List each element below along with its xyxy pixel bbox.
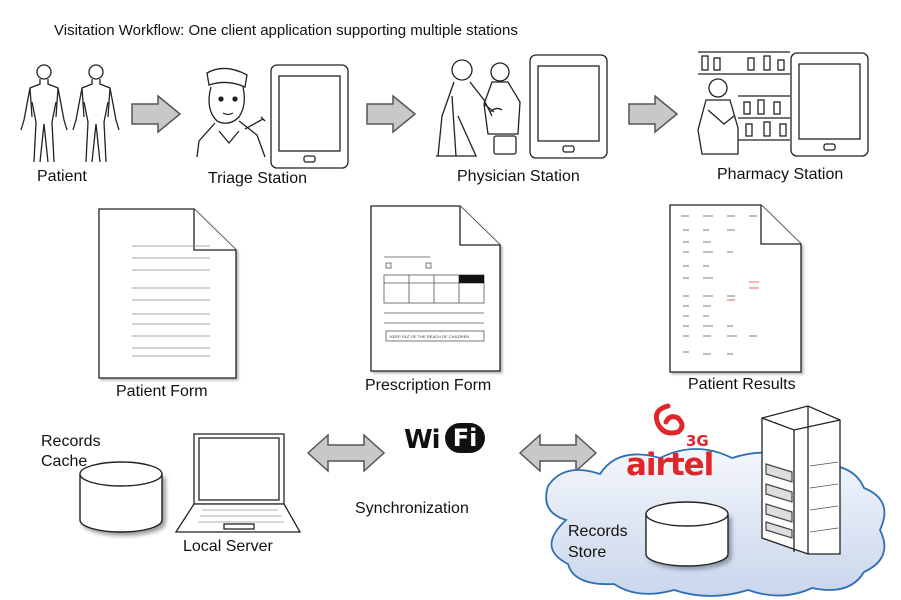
- patient-results-document-icon: [669, 204, 802, 373]
- carrier-badge: 3G: [686, 432, 709, 450]
- sync-double-arrow-icon: [306, 433, 386, 473]
- physician-station-label: Physician Station: [457, 168, 580, 185]
- records-store-label: Records Store: [568, 523, 628, 561]
- sync-double-arrow-icon: [518, 433, 598, 473]
- pharmacist-illustration-icon: [697, 51, 790, 155]
- physician-tablet-icon: [529, 54, 608, 159]
- records-store-database-icon: [645, 501, 729, 567]
- synchronization-label: Synchronization: [355, 500, 469, 517]
- patient-figure-icon: [20, 64, 120, 163]
- records-cache-database-icon: [79, 461, 163, 533]
- wifi-logo-right-text: Fi: [445, 423, 485, 453]
- nurse-illustration-icon: [196, 67, 266, 158]
- wifi-logo-icon: Wi Fi: [404, 419, 492, 459]
- diagram-title: Visitation Workflow: One client applicat…: [54, 22, 518, 39]
- patient-label: Patient: [37, 168, 87, 185]
- local-server-laptop-icon: [174, 433, 302, 533]
- patient-form-document-icon: [98, 208, 237, 379]
- airtel-swirl-icon: [653, 403, 685, 436]
- local-server-label: Local Server: [183, 538, 273, 555]
- records-cache-label: Records Cache: [41, 433, 101, 470]
- physician-illustration-icon: [436, 59, 521, 157]
- pharmacy-tablet-icon: [790, 52, 869, 157]
- flow-arrow-icon: [628, 94, 679, 134]
- prescription-fine-print: KEEP OUT OF THE REACH OF CHILDREN: [390, 334, 469, 339]
- flow-arrow-icon: [366, 94, 417, 134]
- wifi-logo-left-text: Wi: [404, 425, 441, 455]
- carrier-logo-text: airtel: [626, 447, 714, 483]
- prescription-form-document-icon: KEEP OUT OF THE REACH OF CHILDREN: [370, 205, 501, 372]
- pharmacy-station-label: Pharmacy Station: [717, 166, 844, 183]
- triage-station-label: Triage Station: [208, 170, 308, 187]
- triage-tablet-icon: [270, 64, 349, 169]
- flow-arrow-icon: [131, 94, 182, 134]
- patient-form-label: Patient Form: [116, 383, 208, 400]
- server-rack-icon: [761, 405, 841, 555]
- patient-results-label: Patient Results: [688, 376, 796, 393]
- prescription-form-label: Prescription Form: [365, 377, 492, 394]
